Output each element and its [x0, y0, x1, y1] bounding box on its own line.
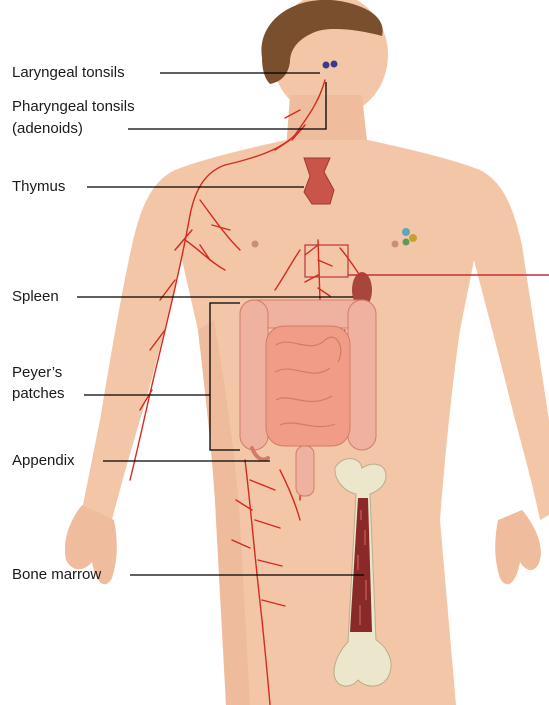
label-pharyngeal-tonsils: Pharyngeal tonsils: [12, 97, 135, 116]
label-appendix: Appendix: [12, 451, 75, 470]
label-thymus: Thymus: [12, 177, 65, 196]
label-spleen: Spleen: [12, 287, 59, 306]
nipple-right: [392, 241, 399, 248]
label-adenoids: (adenoids): [12, 119, 83, 138]
label-laryngeal-tonsils: Laryngeal tonsils: [12, 63, 125, 82]
label-bone-marrow: Bone marrow: [12, 565, 101, 584]
label-patches: patches: [12, 384, 65, 403]
nipple-left: [252, 241, 259, 248]
label-peyers: Peyer’s: [12, 363, 62, 382]
right-hand: [495, 510, 541, 584]
